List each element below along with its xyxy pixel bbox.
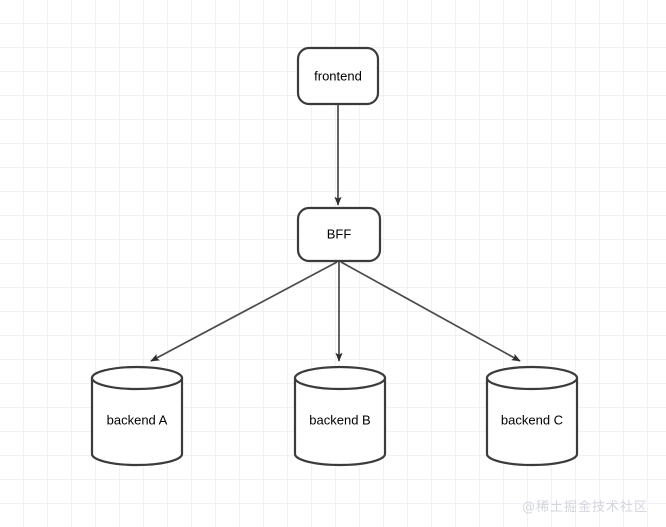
edges-layer — [150, 104, 521, 362]
node-backend-b[interactable]: backend B — [293, 365, 387, 467]
node-bff[interactable]: BFF — [296, 206, 382, 263]
backend-c-body[interactable] — [485, 376, 579, 467]
backend-b-body[interactable] — [293, 376, 387, 467]
backend-b-top-ellipse — [293, 365, 387, 391]
watermark-text: @稀土掘金技术社区 — [521, 500, 648, 515]
node-backend-a[interactable]: backend A — [90, 365, 184, 467]
bff-label: BFF — [327, 226, 352, 241]
edge-bff-to-backend-c — [340, 261, 521, 362]
node-frontend[interactable]: frontend — [296, 46, 380, 106]
node-backend-c[interactable]: backend C — [485, 365, 579, 467]
backend-c-label: backend C — [501, 412, 563, 427]
frontend-box[interactable] — [296, 46, 380, 106]
backend-c-top-ellipse — [485, 365, 579, 391]
bff-box[interactable] — [296, 206, 382, 263]
edge-bff-to-backend-a — [150, 261, 338, 362]
backend-a-top-ellipse — [90, 365, 184, 391]
frontend-label: frontend — [314, 68, 362, 83]
backend-b-label: backend B — [309, 412, 370, 427]
backend-a-label: backend A — [107, 412, 168, 427]
backend-a-body[interactable] — [90, 376, 184, 467]
